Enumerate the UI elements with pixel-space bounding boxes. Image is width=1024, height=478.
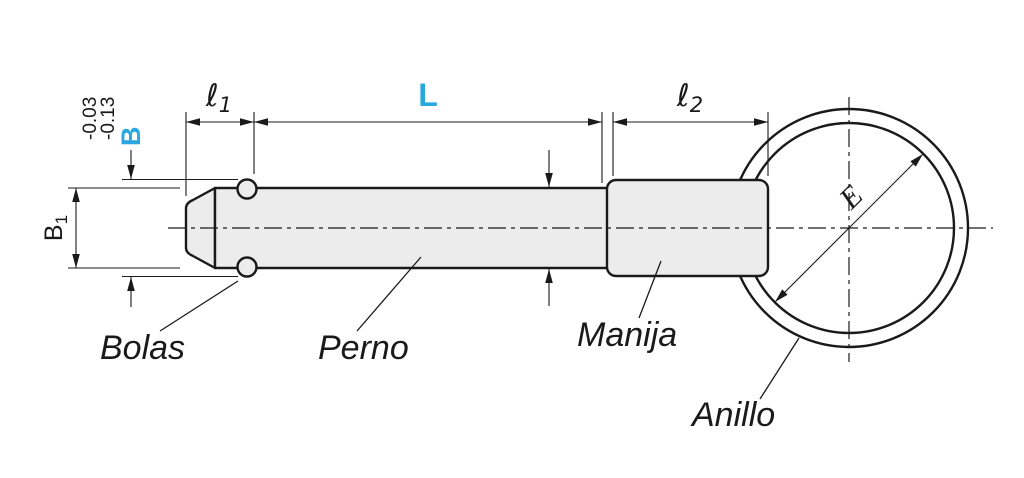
dim-label-L: L (418, 77, 438, 113)
dim-label-b1: B1 (40, 215, 71, 241)
lock-ball-bottom (236, 256, 258, 278)
part-label-anillo: Anillo (690, 396, 775, 434)
lock-ball-top (236, 178, 258, 200)
leader-bolas (159, 280, 239, 332)
dim-label-b-tol-lower: -0.13 (98, 97, 119, 140)
leader-lines-group (159, 256, 800, 400)
dim-label-b-tol-upper: -0.03 (80, 97, 101, 140)
part-label-bolas: Bolas (100, 329, 185, 367)
dim-line-e (774, 153, 924, 303)
dim-label-b: B (116, 127, 146, 147)
dimension-labels-group: ℓ1 L ℓ2 -0.03 -0.13 B B1 E (40, 77, 869, 241)
part-labels-group: Bolas Perno Manija Anillo (100, 316, 775, 434)
leader-manija (638, 260, 662, 319)
leader-perno (356, 256, 422, 332)
part-label-manija: Manija (577, 316, 677, 354)
dim-label-l2: ℓ2 (676, 78, 703, 117)
dim-label-l1: ℓ1 (205, 78, 232, 117)
part-label-perno: Perno (318, 329, 409, 367)
leader-anillo (759, 337, 800, 400)
dimension-lines-group (68, 112, 924, 307)
